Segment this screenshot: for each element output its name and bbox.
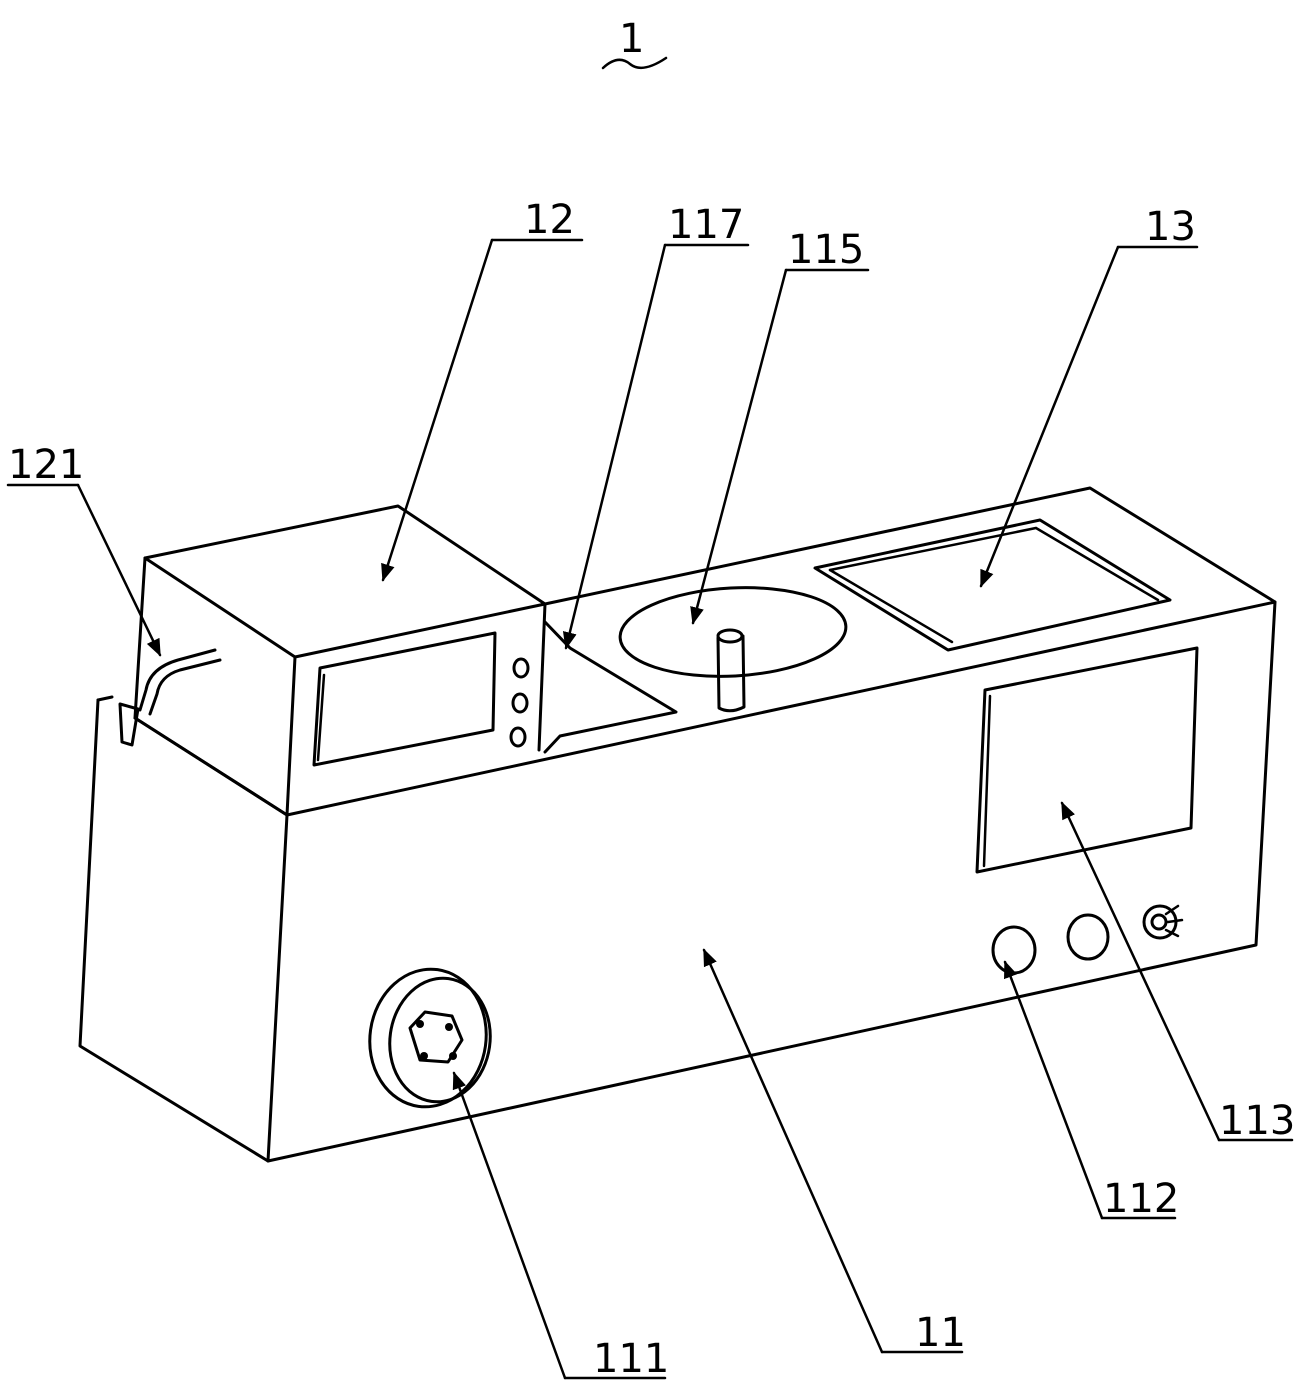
recess [543,620,678,754]
control-box [133,504,547,817]
label-112: 112 [1103,1176,1179,1222]
hose [118,648,222,747]
label-117: 117 [668,202,744,248]
label-115: 115 [788,227,864,273]
leader-lines [6,238,1294,1380]
control-button-2 [511,692,529,714]
label-113: 113 [1219,1098,1295,1144]
label-121: 121 [8,442,84,488]
control-button-1 [512,657,530,679]
knob-1 [991,925,1037,975]
knob-2 [1066,913,1110,961]
control-button-3 [509,726,527,748]
front-knobs [991,904,1184,975]
main-housing [78,486,1277,1163]
top-lid [813,518,1172,652]
label-111: 111 [593,1336,669,1382]
label-13: 13 [1145,204,1196,250]
front-panel [975,646,1199,874]
display-screen [312,631,497,767]
round-connector [368,967,492,1109]
reference-labels: 12 117 115 13 121 113 112 111 11 [8,197,1295,1382]
svg-text:1: 1 [619,16,644,62]
figure-number: 1 [601,16,668,70]
cup-recess [618,586,848,713]
knob-3-inner [1150,913,1168,931]
label-12: 12 [524,197,575,243]
label-11: 11 [915,1310,966,1356]
